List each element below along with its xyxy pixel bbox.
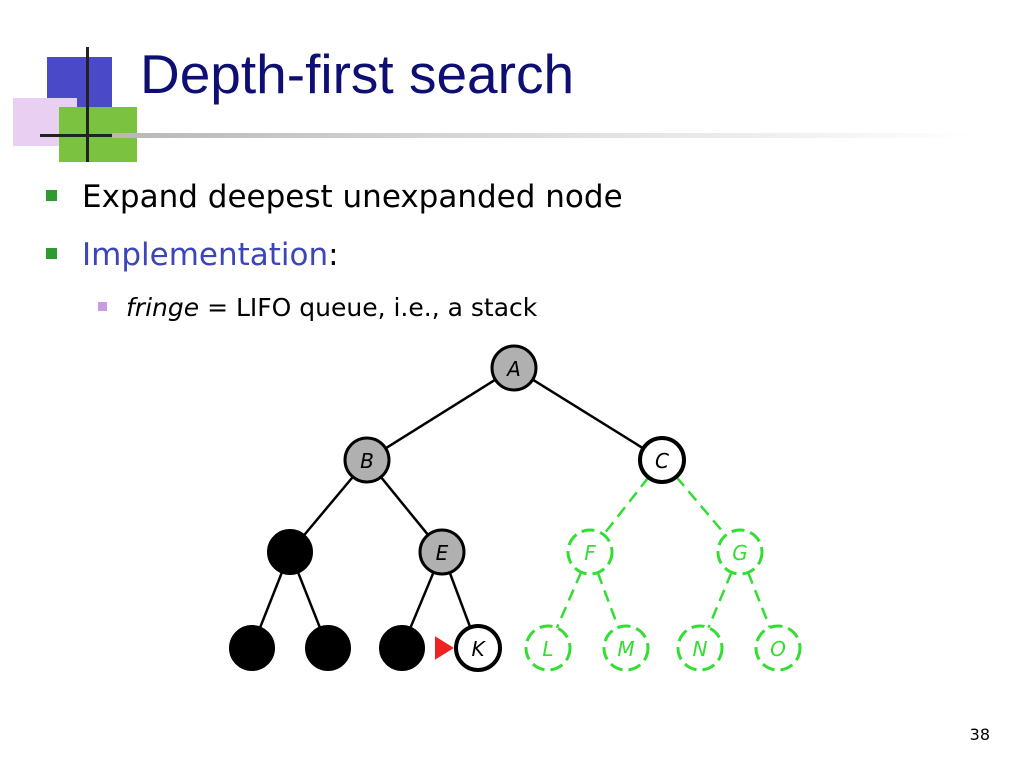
node-label-f: F — [584, 541, 596, 565]
node-circle — [379, 625, 425, 671]
bullet-expand: Expand deepest unexpanded node — [46, 179, 623, 215]
tree-node-m: M — [602, 624, 650, 672]
node-circle — [305, 625, 351, 671]
tree-node-l: L — [524, 624, 572, 672]
bullet-square-icon — [46, 248, 57, 259]
node-circle — [566, 528, 614, 576]
tree-edge-g-o — [746, 571, 772, 629]
node-circle — [524, 624, 572, 672]
current-node-pointer-icon — [435, 636, 454, 660]
tree-node-o: O — [754, 624, 802, 672]
node-circle — [638, 436, 686, 484]
tree-edge-b-e — [379, 476, 430, 536]
node-circle — [418, 528, 466, 576]
tree-node-j — [379, 625, 425, 671]
tree-edge-c-g — [675, 475, 727, 537]
bullet-implementation: Implementation: — [46, 237, 339, 273]
node-circle — [716, 528, 764, 576]
tree-node-f: F — [566, 528, 614, 576]
decor-vertical-line — [86, 47, 89, 162]
tree-edge-a-b — [384, 378, 497, 450]
node-label-a: A — [505, 357, 521, 381]
bullet-colon: : — [328, 237, 339, 273]
tree-edge-b-d — [303, 476, 354, 536]
tree-edge-c-f — [602, 476, 650, 536]
node-circle — [754, 624, 802, 672]
node-circle — [490, 344, 538, 392]
tree-edge-a-c — [532, 378, 644, 450]
node-circle — [454, 624, 502, 672]
tree-node-b: B — [343, 436, 391, 484]
title-underline — [112, 133, 972, 138]
bullet-text: Expand deepest unexpanded node — [82, 179, 623, 215]
tree-edge-d-h — [258, 571, 284, 629]
node-label-o: O — [770, 637, 786, 661]
tree-node-c: C — [638, 436, 686, 484]
tree-node-i — [305, 625, 351, 671]
node-label-b: B — [360, 449, 374, 473]
tree-edge-e-k — [448, 572, 472, 628]
node-label-c: C — [655, 449, 669, 473]
node-label-g: G — [732, 541, 748, 565]
tree-edge-g-n — [707, 571, 733, 629]
tree-edge-e-j — [409, 571, 435, 629]
tree-node-d — [267, 529, 313, 575]
node-circle — [229, 625, 275, 671]
tree-node-e: E — [418, 528, 466, 576]
sub-bullet-fringe: fringe = LIFO queue, i.e., a stack — [98, 293, 537, 322]
tree-edge-f-l — [555, 571, 583, 629]
node-circle — [676, 624, 724, 672]
sub-bullet-square-icon — [98, 301, 107, 311]
node-label-l: L — [542, 637, 553, 661]
node-label-n: N — [693, 637, 708, 661]
tree-edge-d-i — [296, 571, 322, 629]
tree-node-k: K — [454, 624, 502, 672]
node-label-k: K — [471, 637, 486, 661]
node-circle — [267, 529, 313, 575]
tree-node-n: N — [676, 624, 724, 672]
tree-node-a: A — [490, 344, 538, 392]
node-circle — [602, 624, 650, 672]
tree-node-h — [229, 625, 275, 671]
decor-horizontal-line — [40, 134, 120, 137]
tree-edge-f-m — [596, 572, 620, 628]
fringe-definition: = LIFO queue, i.e., a stack — [199, 293, 538, 322]
page-number: 38 — [969, 725, 990, 744]
tree-node-g: G — [716, 528, 764, 576]
fringe-term: fringe — [126, 293, 200, 322]
bullet-square-icon — [46, 190, 57, 201]
implementation-highlight: Implementation — [82, 237, 329, 273]
node-label-e: E — [436, 541, 449, 565]
node-label-m: M — [617, 637, 634, 661]
slide-title: Depth-first search — [140, 43, 575, 105]
node-circle — [343, 436, 391, 484]
